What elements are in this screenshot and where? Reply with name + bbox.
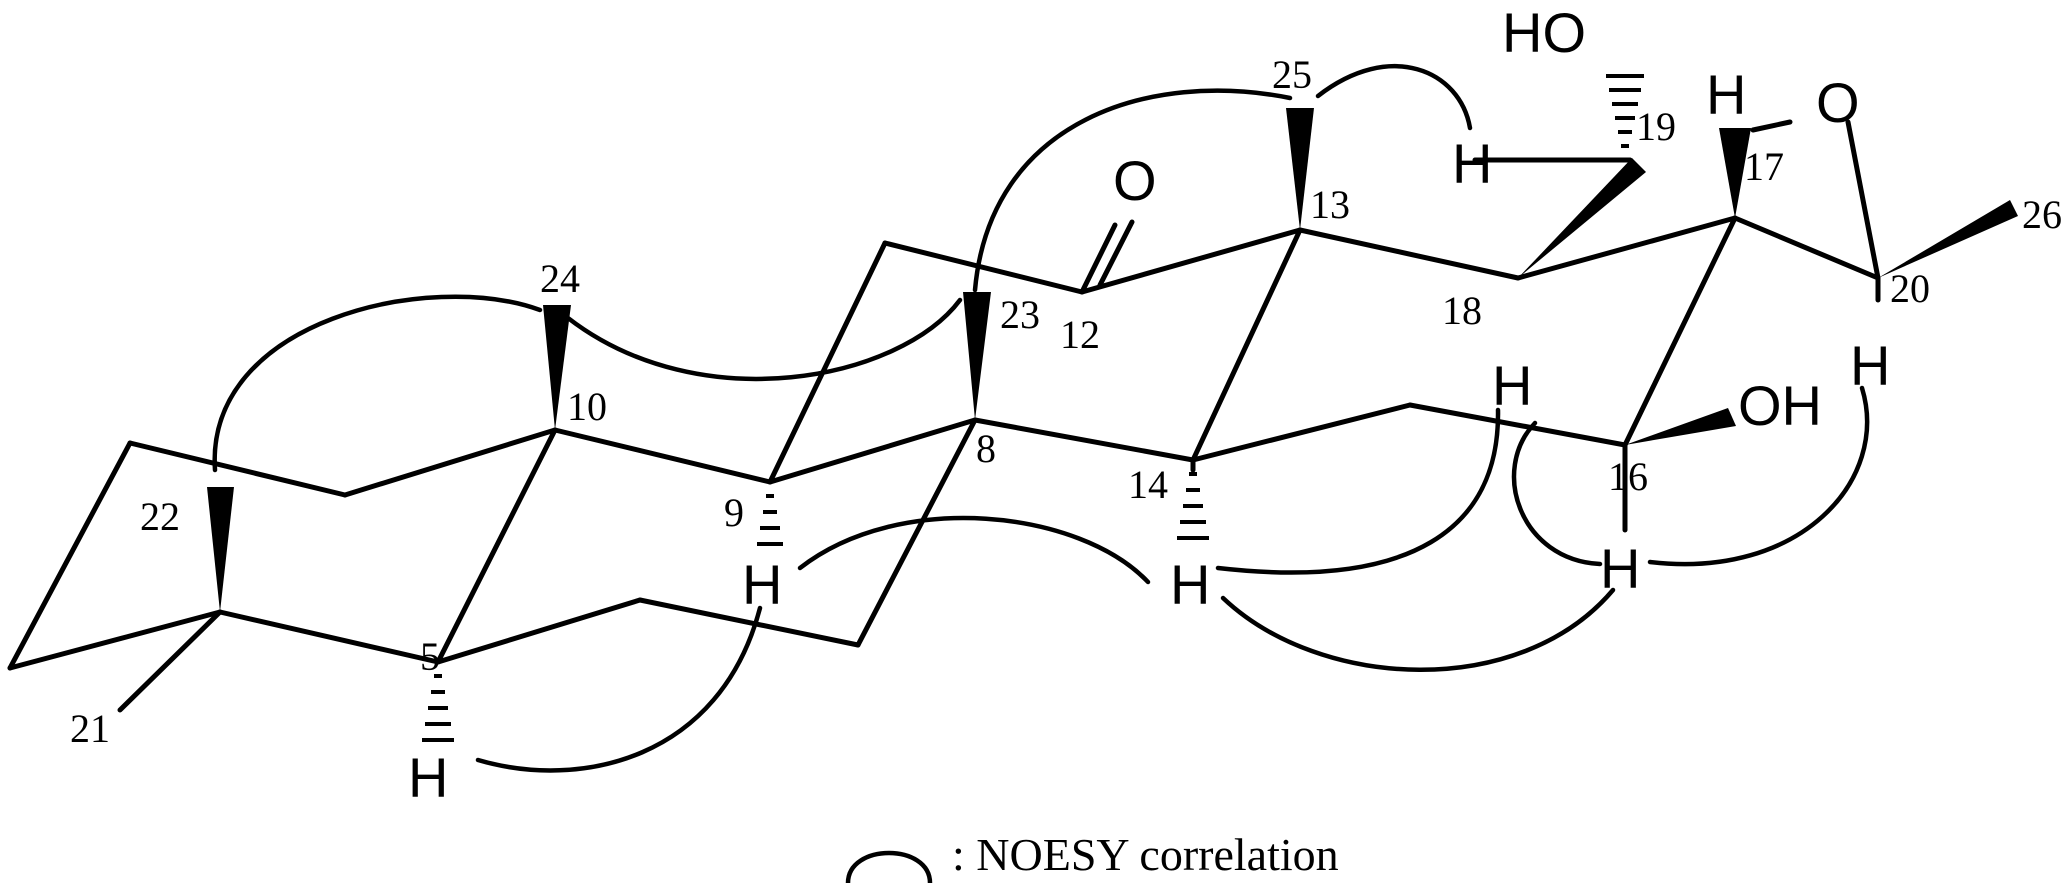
wedge-c25	[1286, 108, 1314, 230]
wedge-c22	[207, 487, 234, 612]
bond	[1190, 227, 1303, 463]
bond	[637, 597, 861, 648]
bond	[1622, 215, 1738, 448]
bond	[972, 417, 1196, 463]
atom-labels: HO O H H O OH H H H H H H	[408, 1, 1890, 809]
bond	[1297, 227, 1521, 281]
bond	[1732, 215, 1881, 281]
o-label: O	[1816, 71, 1860, 134]
noesy-arc-h9-h14	[797, 515, 1151, 585]
carbonyl-bond-2	[1097, 219, 1135, 288]
bond	[767, 417, 978, 485]
carbonyl-o-label: O	[1113, 149, 1157, 212]
atom-number: 12	[1060, 312, 1100, 357]
bond	[435, 597, 643, 665]
atom-number: 17	[1744, 144, 1784, 189]
atom-number: 8	[976, 426, 996, 471]
bond	[127, 440, 348, 498]
legend-text: : NOESY correlation	[952, 829, 1339, 880]
atom-numbers: 5 8 9 10 12 13 14 16 17 18 19 20 21 22 2…	[70, 52, 2062, 751]
bond	[882, 240, 1085, 295]
atom-number: 9	[724, 490, 744, 535]
noesy-arc-h14-h16	[1220, 587, 1616, 672]
bond	[767, 240, 888, 485]
atom-number: 21	[70, 706, 110, 751]
bond	[1750, 119, 1793, 133]
bond	[7, 609, 223, 671]
wedge-c24	[543, 305, 571, 430]
atom-number: 13	[1310, 182, 1350, 227]
bond	[1407, 402, 1628, 448]
carbonyl-bond-1	[1079, 222, 1118, 295]
h19-label: H	[1452, 132, 1492, 195]
atom-number: 14	[1128, 462, 1168, 507]
bond	[1190, 402, 1413, 463]
bond	[1079, 227, 1303, 295]
ho-label: HO	[1502, 1, 1586, 64]
noesy-arc-h9-h5	[475, 605, 763, 773]
legend-arc-symbol	[845, 850, 933, 883]
noesy-arc-23-25	[972, 88, 1293, 293]
noesy-arc-24-23	[565, 297, 963, 382]
atom-number: 5	[420, 634, 440, 679]
h-label-1: H	[1492, 354, 1532, 417]
wedge-c18-c19	[1518, 158, 1646, 278]
hash-bonds	[422, 74, 1644, 742]
ring-a-bonds	[7, 427, 558, 713]
h17-label: H	[1706, 63, 1746, 126]
noesy-arc-h-h16	[1511, 420, 1603, 567]
ring-b-bonds	[435, 417, 978, 665]
noesy-arc-25-h19	[1315, 63, 1473, 131]
atom-number: 23	[1000, 292, 1040, 337]
h5-label: H	[408, 746, 448, 809]
atom-number: 18	[1442, 288, 1482, 333]
bond-c21	[117, 609, 223, 713]
h20-label: H	[1850, 334, 1890, 397]
wedge-c26	[1878, 200, 2018, 278]
h16-label: H	[1600, 537, 1640, 600]
h14-label: H	[1170, 553, 1210, 616]
atom-number: 10	[567, 384, 607, 429]
atom-number: 22	[140, 494, 180, 539]
ring-d-bonds	[1190, 119, 1881, 533]
bond	[1845, 119, 1881, 281]
bond	[552, 427, 773, 485]
atom-number: 26	[2022, 192, 2062, 237]
atom-number: 24	[540, 256, 580, 301]
noesy-arc-h14-h	[1215, 407, 1501, 575]
bond	[7, 440, 133, 671]
bond	[855, 417, 978, 648]
bond	[435, 427, 558, 665]
atom-number: 16	[1608, 454, 1648, 499]
noesy-arc-22-24	[212, 294, 543, 473]
atom-number: 25	[1272, 52, 1312, 97]
wedge-bonds	[207, 108, 2018, 612]
wedge-h17	[1719, 128, 1751, 218]
bond	[217, 609, 441, 665]
oh16-label: OH	[1738, 374, 1822, 437]
h9-label: H	[742, 553, 782, 616]
wedge-c23	[963, 292, 991, 420]
bond	[342, 427, 558, 498]
ring-c-bonds	[767, 219, 1303, 485]
bond	[1515, 215, 1738, 281]
noesy-arc-h16-h20	[1647, 385, 1870, 567]
atom-number: 20	[1890, 266, 1930, 311]
noesy-arcs	[212, 63, 1870, 883]
wedge-oh16	[1625, 408, 1736, 445]
atom-number: 19	[1636, 104, 1676, 149]
